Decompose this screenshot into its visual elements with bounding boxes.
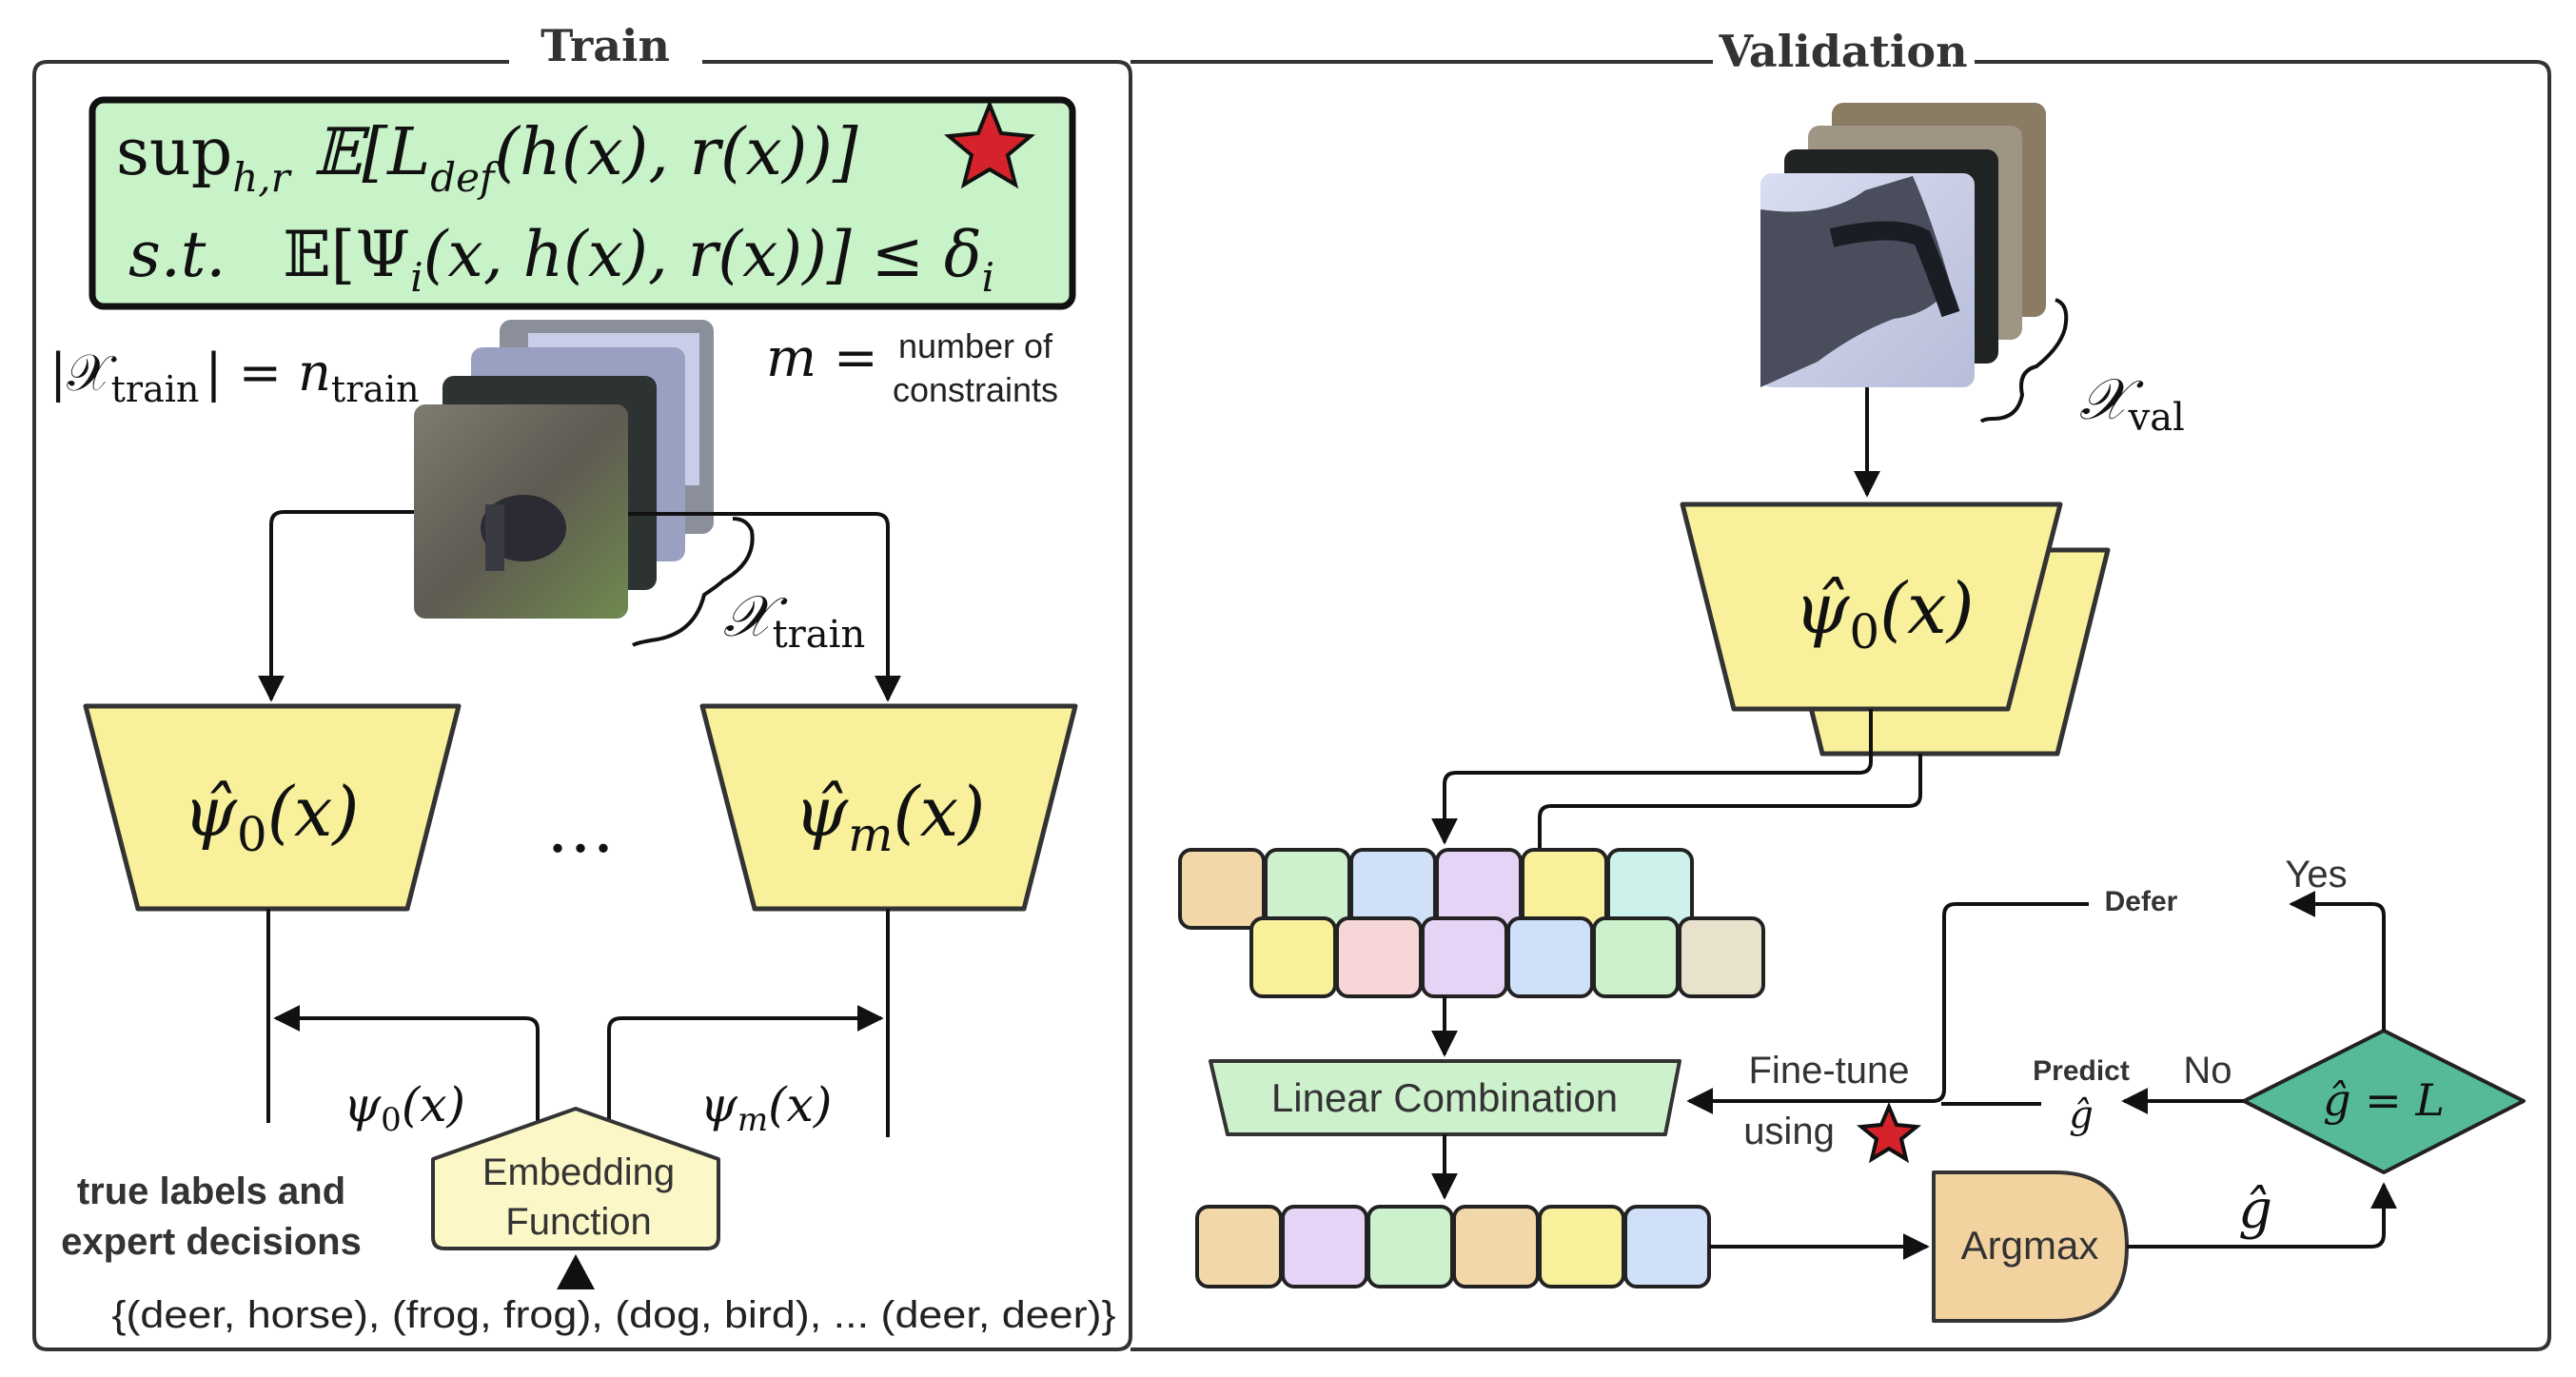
m-desc-line2: constraints (893, 370, 1058, 409)
decision-diamond (2242, 1029, 2526, 1174)
arrow-argmax-to-decision (2127, 1182, 2397, 1249)
val-model-front (1680, 502, 2063, 712)
embedding-label-line1: Embedding (482, 1151, 675, 1193)
val-image-stack (1760, 103, 2046, 387)
validation-panel: Validation 𝒳val ψ̂0(x) (1131, 26, 2551, 1351)
dataset-size-lhs: |𝒳 (49, 343, 117, 403)
x-train-label: 𝒳train (723, 583, 865, 657)
train-title: Train (541, 20, 670, 71)
modelm-trapezoid (699, 703, 1078, 912)
sup-subscript: h,r (232, 154, 292, 201)
psi0-output-label: ψ0(x) (344, 1077, 465, 1139)
line-defer-to-finetune (1686, 902, 2089, 1114)
star-icon (944, 99, 1035, 189)
linear-combination-label: Linear Combination (1271, 1075, 1618, 1120)
yes-label: Yes (2285, 854, 2347, 895)
x-val-label: 𝒳val (2079, 366, 2185, 440)
val-model-label: ψ̂0(x) (1794, 568, 1974, 659)
objective-box (88, 96, 1076, 310)
line-model2-to-embeddings (1538, 754, 1922, 850)
model0-trapezoid (83, 703, 462, 912)
m-label: m = (766, 327, 878, 389)
embedding-function-box (431, 1107, 720, 1250)
validation-title: Validation (1718, 26, 1967, 77)
label-pairs: {(deer, horse), (frog, frog), (dog, bird… (112, 1294, 1116, 1336)
train-image-stack (414, 320, 714, 619)
embedding-blocks-row1 (1178, 848, 1694, 930)
arrow-embed-to-psi0 (273, 1005, 540, 1121)
delta-subscript: i (982, 254, 994, 301)
objective-line1: suph,r 𝔼[Ldef(h(x), r(x))] (116, 115, 858, 201)
modelm-label: ψ̂m(x) (795, 772, 986, 862)
embedding-label-line2: Function (505, 1201, 651, 1243)
model0-label: ψ̂0(x) (183, 772, 359, 862)
g-hat-label: ĝ (2238, 1179, 2272, 1241)
m-desc-line1: number of (898, 326, 1053, 365)
constraint-args: (x, h(x), r(x))] ≤ δ (423, 218, 982, 291)
argmax-label: Argmax (1961, 1223, 2099, 1268)
psim-output-label: ψm(x) (700, 1077, 833, 1139)
loss-subscript: def (430, 154, 501, 201)
arrow-to-modelm (628, 512, 901, 702)
constraint-psi: 𝔼[Ψ (283, 218, 410, 291)
arrow-model-to-embeddings (1431, 709, 1873, 845)
constraint-psi-subscript: i (410, 254, 423, 301)
decision-label: ĝ = L (2323, 1074, 2445, 1126)
ellipsis: … (546, 788, 615, 868)
dataset-size-label: |𝒳train| = ntrain (49, 343, 420, 410)
dataset-size-sub2: train (331, 368, 420, 410)
output-blocks (1195, 1205, 1711, 1288)
arrow-yes-to-defer (2289, 891, 2386, 1031)
dataset-size-sub: train (111, 368, 200, 410)
expectation-loss: 𝔼[L (313, 115, 431, 190)
such-that: s.t. (128, 218, 226, 291)
predict-g-label: ĝ (2069, 1093, 2094, 1137)
defer-label: Defer (2105, 886, 2178, 917)
labels-line2: expert decisions (61, 1221, 362, 1263)
x-train-brace (631, 517, 755, 647)
arrow-embed-to-psim (607, 1005, 884, 1121)
objective-line2: s.t.𝔼[Ψi(x, h(x), r(x))] ≤ δi (128, 218, 994, 301)
x-val-brace (1979, 298, 2069, 423)
linear-combination-box (1209, 1059, 1681, 1136)
using-label: using (1743, 1111, 1835, 1152)
dataset-size-mid: | = n (205, 343, 331, 403)
labels-line1: true labels and (77, 1170, 345, 1212)
no-label: No (2183, 1050, 2232, 1092)
pairs-up-arrow (557, 1254, 595, 1289)
arrow-to-model0 (258, 510, 414, 702)
fine-tune-label: Fine-tune (1749, 1050, 1910, 1092)
star-icon (1856, 1101, 1922, 1164)
embedding-blocks-row2 (1249, 916, 1765, 998)
sup-operator: sup (116, 115, 232, 190)
predict-label: Predict (2033, 1055, 2130, 1087)
loss-args: (h(x), r(x))] (495, 115, 858, 190)
